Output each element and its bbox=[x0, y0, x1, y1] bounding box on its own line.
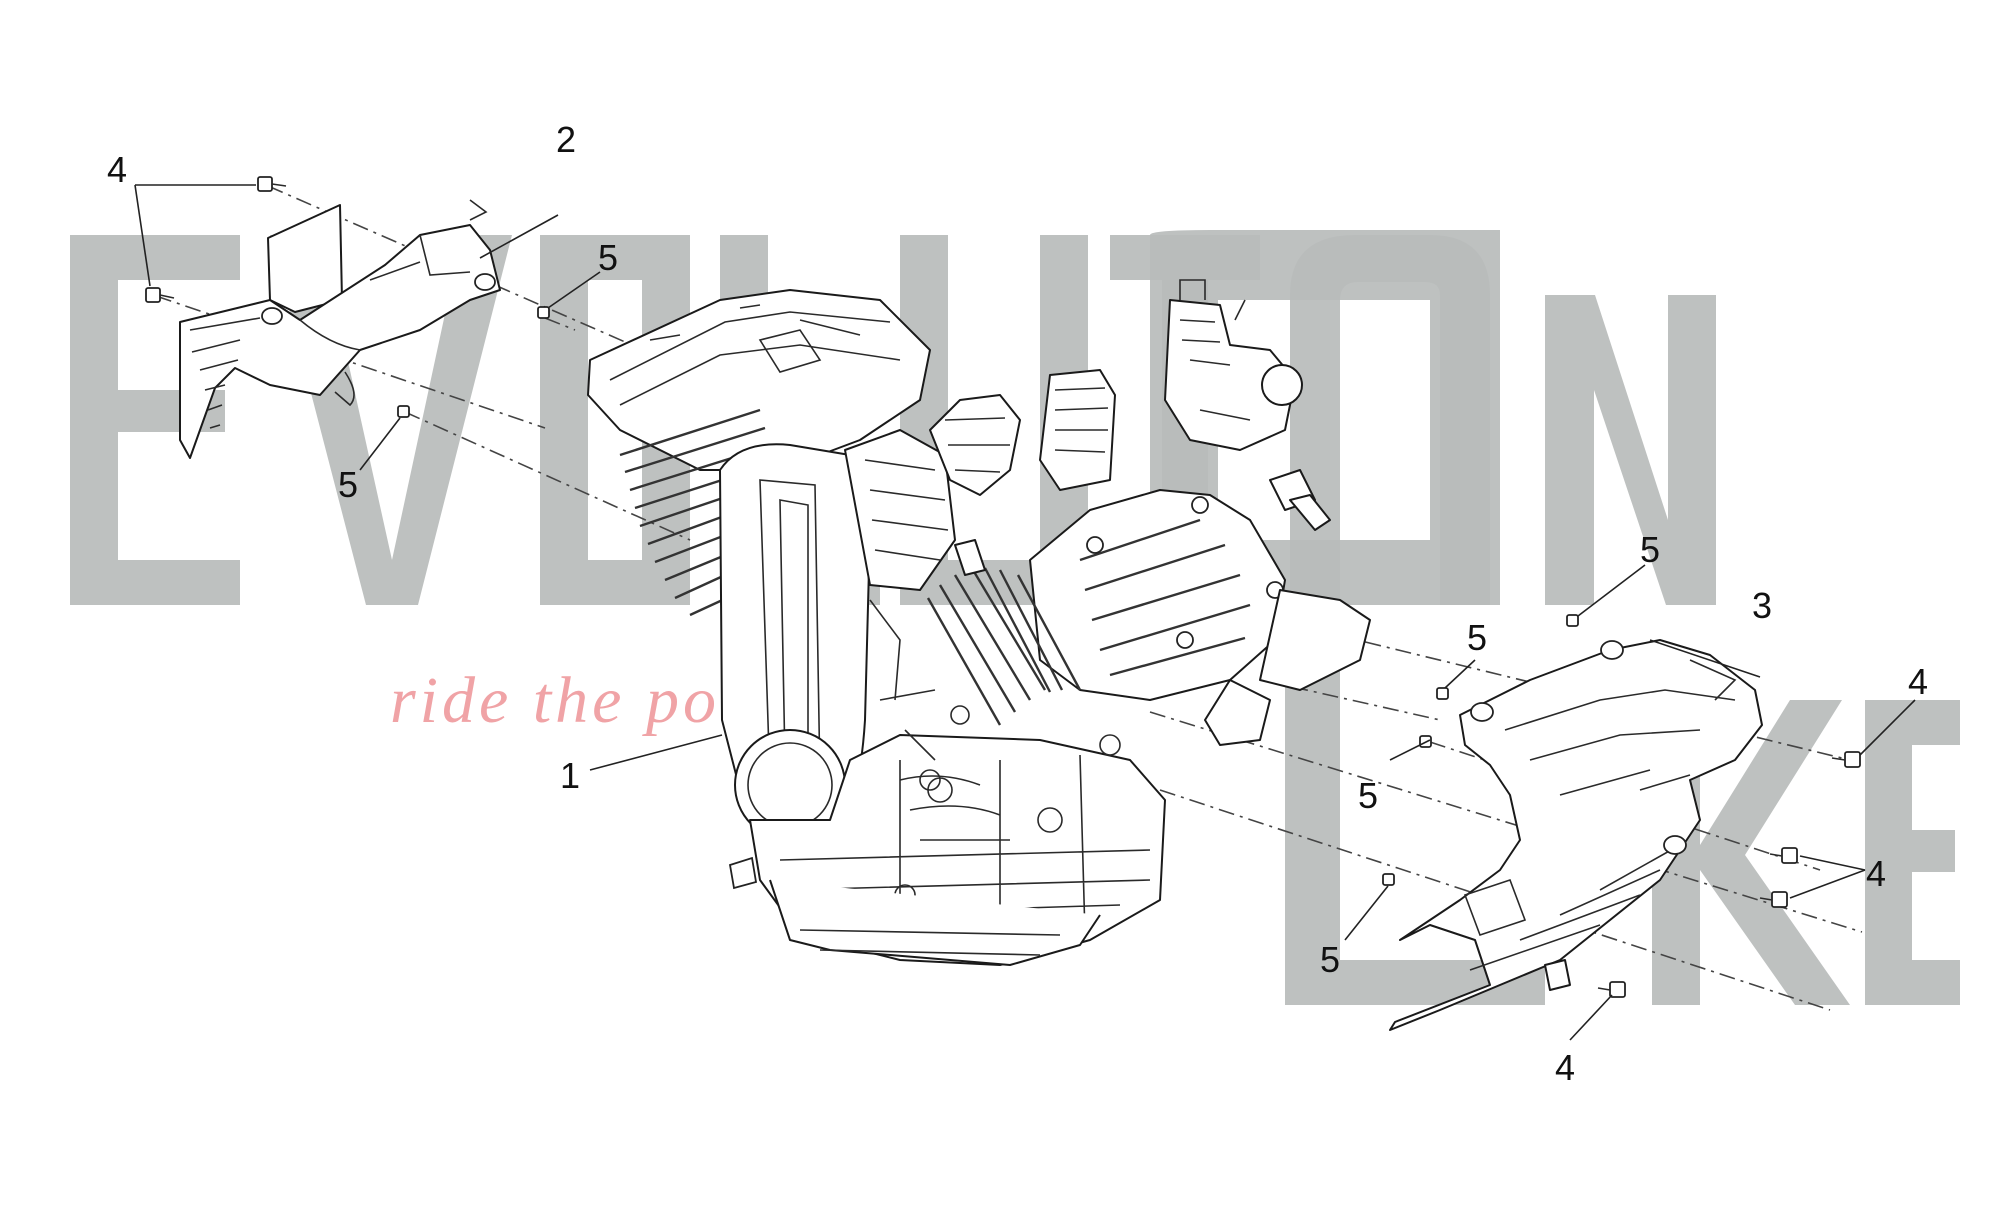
nut-5-left bbox=[397, 405, 410, 418]
right-shield-grommet-top bbox=[1600, 640, 1624, 660]
engine-assembly bbox=[587, 279, 1371, 966]
nut-5-right-mid bbox=[1436, 687, 1449, 700]
callout-5-right-mid: 5 bbox=[1467, 617, 1487, 658]
callout-4-right-top: 4 bbox=[1908, 661, 1928, 702]
callout-5-right-top: 5 bbox=[1640, 529, 1660, 570]
callout-4-bottom: 4 bbox=[1555, 1047, 1575, 1088]
callout-5-right-bottom: 5 bbox=[1320, 939, 1340, 980]
left-shield-grommet-left bbox=[261, 307, 283, 325]
nut-5-right-top bbox=[1566, 614, 1579, 627]
nut-5-right-bottom bbox=[1382, 873, 1395, 886]
callout-4-top-left: 4 bbox=[107, 149, 127, 190]
front-head-ribs bbox=[1079, 518, 1251, 677]
callout-2: 2 bbox=[556, 119, 576, 160]
callout-4-right-mid: 4 bbox=[1866, 853, 1886, 894]
screw-4-right-top bbox=[1831, 751, 1861, 768]
callout-5-left: 5 bbox=[338, 464, 358, 505]
nut-5-upper bbox=[537, 306, 550, 319]
right-heat-shield bbox=[1389, 639, 1763, 1031]
screw-4-left bbox=[145, 287, 175, 303]
screw-4-right-low bbox=[1759, 891, 1788, 908]
right-shield-grommet-left bbox=[1470, 702, 1494, 722]
screw-4-right-mid bbox=[1769, 847, 1798, 864]
left-heat-shield bbox=[179, 199, 501, 459]
fasteners bbox=[145, 176, 1861, 998]
screw-4-bottom bbox=[1597, 981, 1626, 998]
front-cylinder-fins bbox=[926, 564, 1082, 726]
callout-3: 3 bbox=[1752, 585, 1772, 626]
callout-5-top: 5 bbox=[598, 237, 618, 278]
callout-5-right-lower: 5 bbox=[1358, 775, 1378, 816]
right-shield-grommet-mid bbox=[1663, 835, 1687, 855]
screw-4-upper-left bbox=[257, 176, 287, 192]
leader-lines bbox=[134, 184, 1916, 1041]
callouts: 4 2 5 5 1 5 3 5 4 5 4 5 4 bbox=[107, 119, 1928, 1088]
callout-1: 1 bbox=[560, 755, 580, 796]
left-shield-grommet-right bbox=[474, 273, 496, 291]
